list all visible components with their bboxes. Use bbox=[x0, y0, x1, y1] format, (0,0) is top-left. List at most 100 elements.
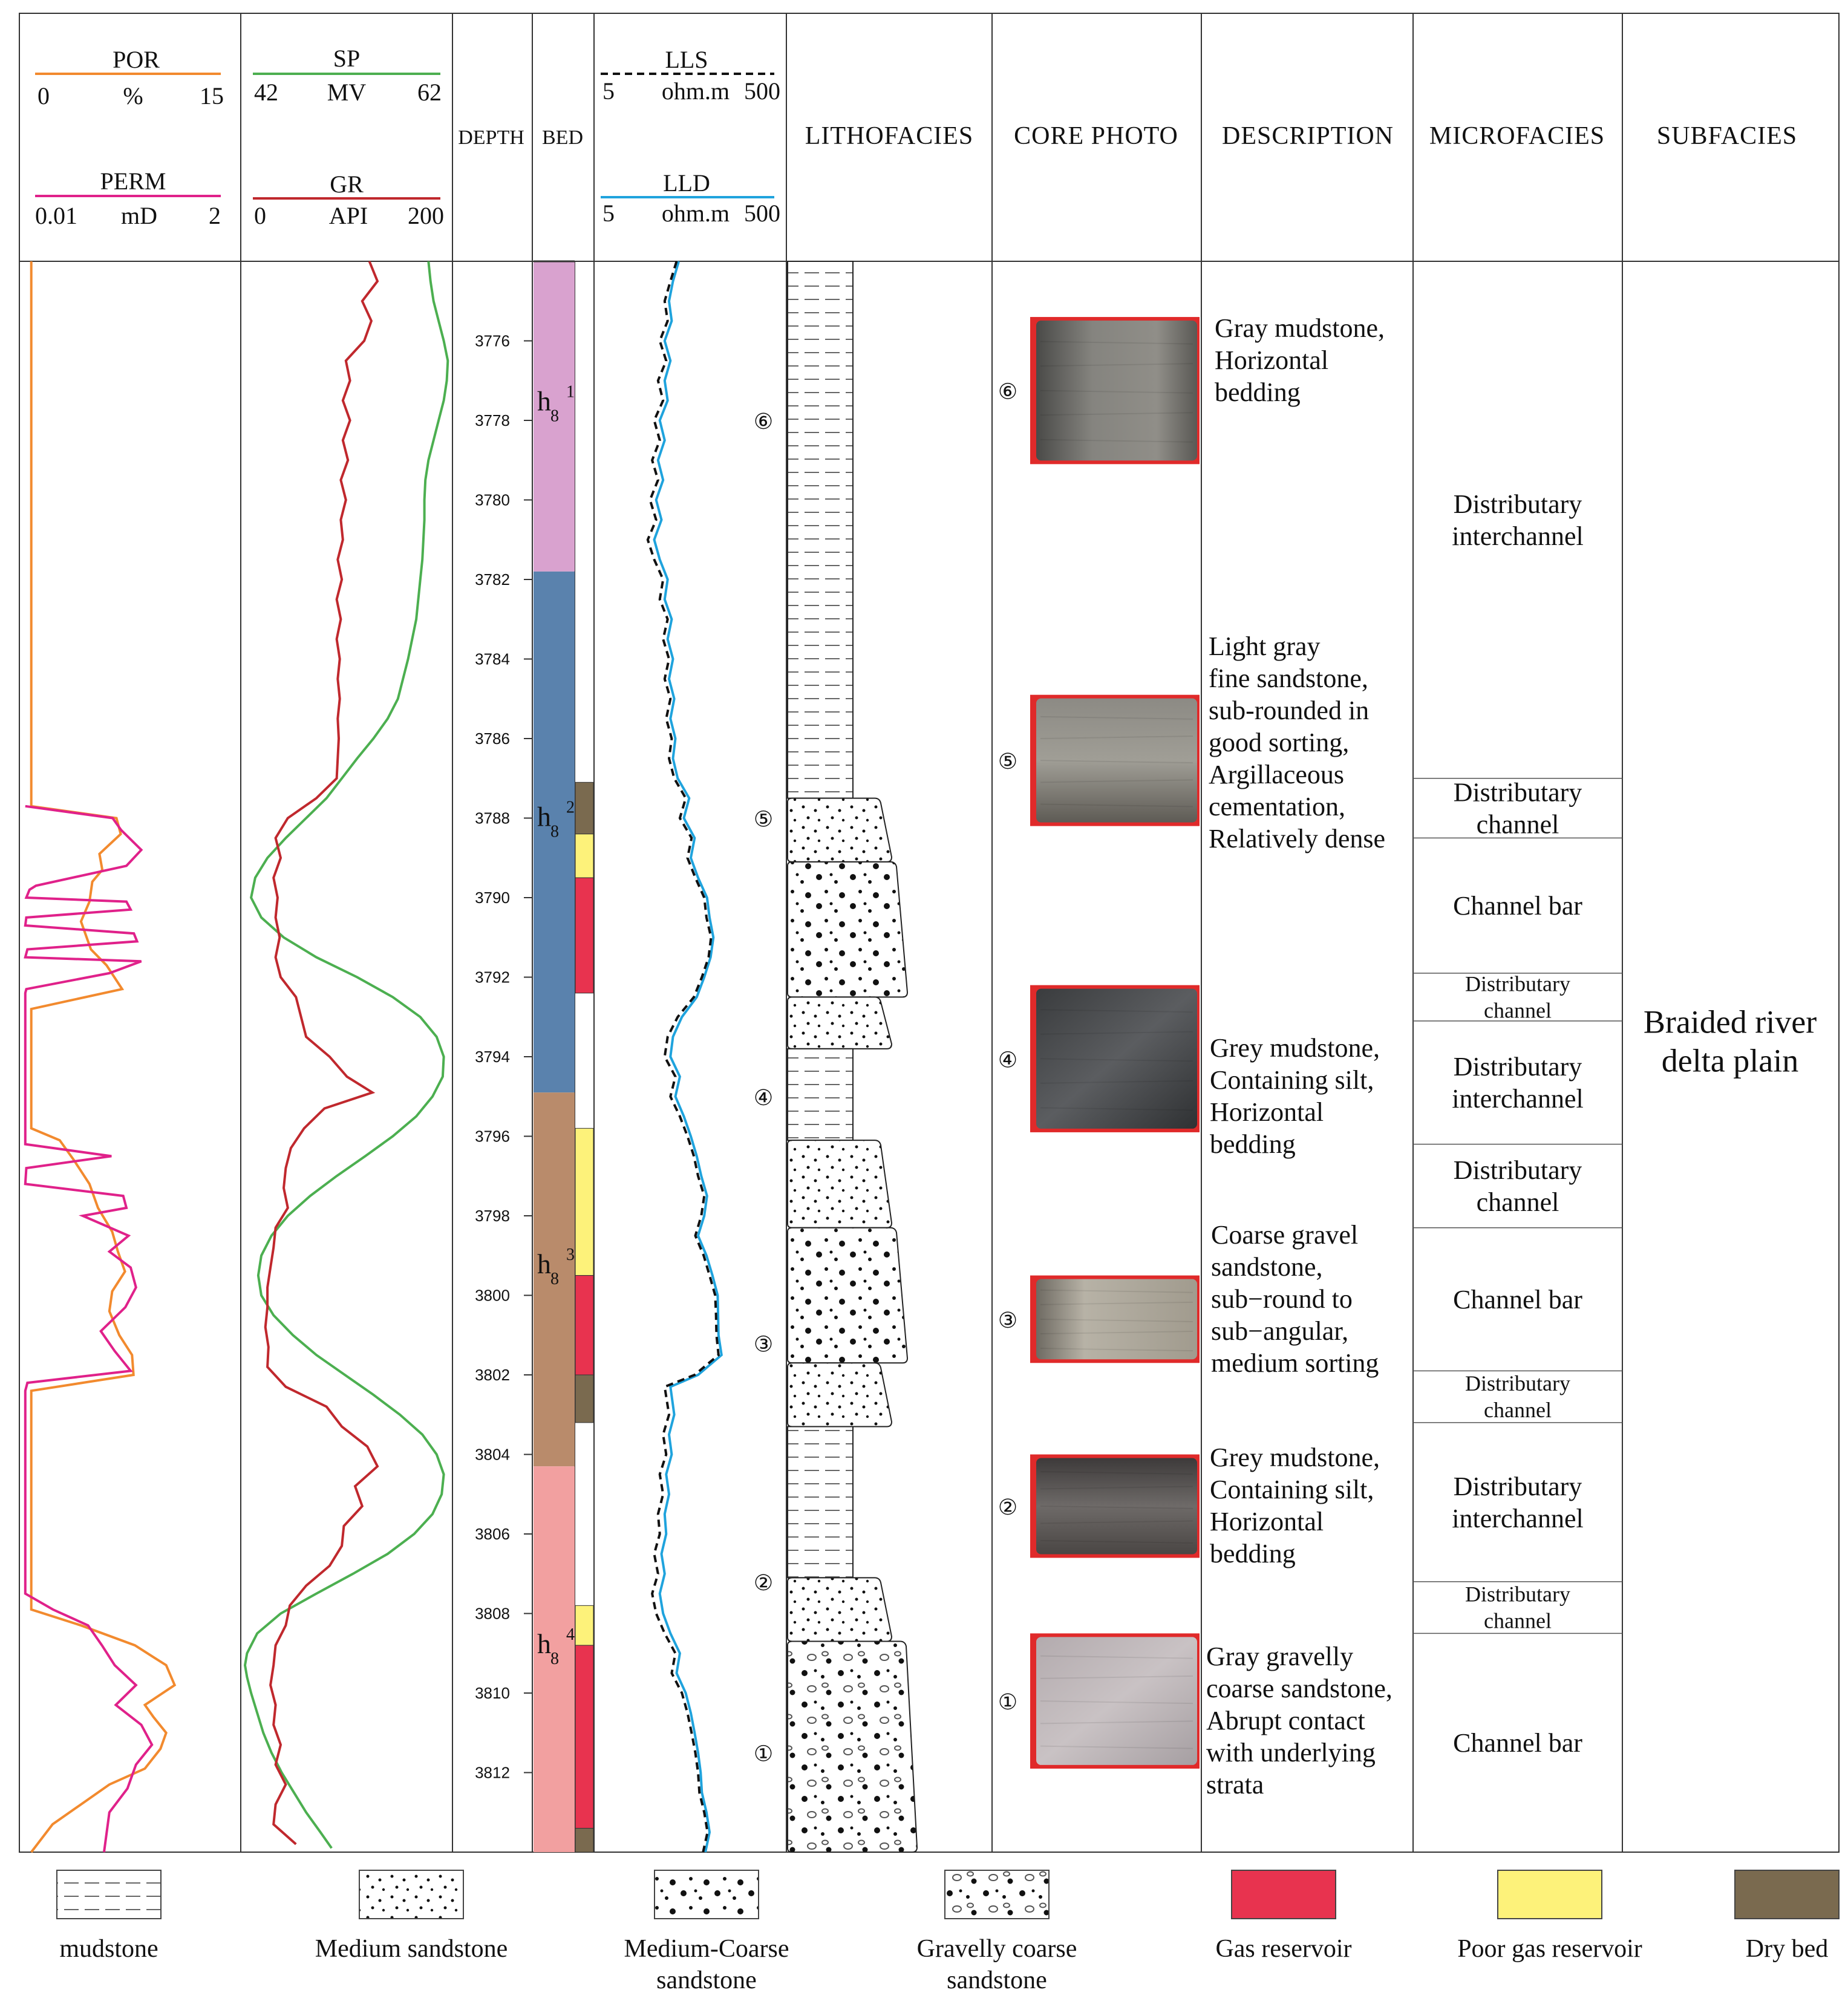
bed-interval bbox=[534, 261, 575, 572]
gr-unit: API bbox=[329, 202, 368, 229]
microfacies-line: Channel bar bbox=[1453, 891, 1582, 921]
bed-label-sub: 8 bbox=[550, 406, 559, 425]
depth-tick-label: 3792 bbox=[475, 968, 510, 987]
por-name: POR bbox=[113, 46, 160, 73]
microfacies-line: Distributary bbox=[1454, 1052, 1582, 1082]
header-sp: SP 42 MV 62 bbox=[253, 45, 442, 106]
core-photo-texture bbox=[1040, 1505, 1193, 1509]
bed-label-sup: 4 bbox=[566, 1625, 575, 1644]
microfacies-line: channel bbox=[1477, 810, 1559, 840]
description-line: Gray gravelly bbox=[1206, 1642, 1353, 1671]
microfacies-label: Channel bar bbox=[1453, 1728, 1582, 1758]
description-line: bedding bbox=[1210, 1129, 1296, 1159]
reservoir-gas bbox=[575, 877, 594, 994]
reservoir-poor bbox=[575, 834, 594, 878]
lith-mudstone bbox=[787, 1426, 854, 1579]
core-photo-texture bbox=[1040, 1058, 1193, 1062]
reservoir-poor bbox=[575, 1127, 594, 1276]
bed-label: h bbox=[537, 801, 551, 832]
description-line: Horizontal bbox=[1210, 1097, 1324, 1127]
header-lls: LLS 5 ohm.m 500 bbox=[601, 46, 780, 105]
bed-interval bbox=[534, 1092, 575, 1467]
legend-swatch-dry bbox=[1734, 1870, 1840, 1919]
legend-swatch-gravelly bbox=[944, 1870, 1050, 1919]
core-photo-texture bbox=[1040, 1009, 1193, 1013]
depth-tick-label: 3788 bbox=[475, 809, 510, 827]
core-photo-texture bbox=[1040, 779, 1193, 783]
core-photo-texture bbox=[1040, 1486, 1193, 1490]
microfacies-line: Distributary bbox=[1454, 489, 1582, 519]
lls-unit: ohm.m bbox=[662, 77, 730, 105]
microfacies-line: channel bbox=[1477, 1187, 1559, 1217]
gr-min: 0 bbox=[254, 202, 266, 229]
core-photo-texture bbox=[1040, 1318, 1193, 1322]
subfacies-line: delta plain bbox=[1662, 1043, 1798, 1079]
sp-curve bbox=[243, 261, 449, 1849]
core-photo-marker: ② bbox=[998, 1495, 1017, 1519]
perm-min: 0.01 bbox=[35, 202, 77, 229]
por-curve bbox=[30, 261, 177, 1853]
microfacies-line: Distributary bbox=[1454, 778, 1582, 808]
core-photo-texture bbox=[1040, 390, 1193, 394]
legend-label: Poor gas reservoir bbox=[1457, 1935, 1642, 1963]
description-line: Horizontal bbox=[1215, 345, 1328, 375]
core-photo-texture bbox=[1040, 1348, 1193, 1352]
lith-marker: ② bbox=[754, 1571, 773, 1595]
depth-tick-label: 3776 bbox=[475, 332, 510, 350]
description-line: Horizontal bbox=[1210, 1507, 1324, 1536]
lith-marker: ① bbox=[754, 1742, 773, 1766]
core-photo-texture bbox=[1040, 736, 1193, 739]
perm-curve bbox=[24, 804, 154, 1853]
description-line: Containing silt, bbox=[1210, 1475, 1374, 1504]
depth-tick-label: 3796 bbox=[475, 1127, 510, 1146]
core-photo-texture bbox=[1040, 1700, 1193, 1705]
lith-medcoarse bbox=[787, 1227, 909, 1364]
microfacies-line: channel bbox=[1484, 998, 1552, 1022]
reservoir-dry bbox=[575, 1828, 594, 1853]
description-text: Grey mudstone,Containing silt,Horizontal… bbox=[1210, 1443, 1380, 1568]
depth-tick-label: 3790 bbox=[475, 889, 510, 907]
microfacies-line: channel bbox=[1484, 1398, 1552, 1422]
description-line: Abrupt contact bbox=[1206, 1706, 1365, 1735]
core-photo-texture bbox=[1040, 1675, 1193, 1679]
legend-label: Gas reservoir bbox=[1215, 1935, 1351, 1963]
microfacies-line: Distributary bbox=[1465, 971, 1570, 996]
lls-min: 5 bbox=[602, 77, 615, 105]
description-line: Gray mudstone, bbox=[1215, 313, 1385, 343]
core-photo-marker: ③ bbox=[998, 1308, 1017, 1333]
core-photo-image bbox=[1036, 698, 1197, 823]
description-line: bedding bbox=[1210, 1539, 1296, 1568]
description-line: sub−round to bbox=[1211, 1284, 1353, 1314]
microfacies-header: MICROFACIES bbox=[1429, 122, 1605, 150]
lith-mudstone bbox=[787, 261, 854, 799]
description-text: Grey mudstone,Containing silt,Horizontal… bbox=[1210, 1033, 1380, 1159]
core-photo-texture bbox=[1040, 1539, 1193, 1544]
description-line: coarse sandstone, bbox=[1206, 1674, 1393, 1703]
bed-label-sup: 3 bbox=[566, 1245, 575, 1264]
depth-tick-label: 3806 bbox=[475, 1525, 510, 1543]
table-frame bbox=[19, 13, 1840, 1853]
description-line: bedding bbox=[1215, 377, 1301, 407]
microfacies-line: interchannel bbox=[1452, 521, 1583, 551]
core-photo-texture bbox=[1040, 716, 1193, 720]
lith-medium bbox=[787, 1362, 893, 1428]
microfacies-line: Distributary bbox=[1465, 1582, 1570, 1607]
lith-medium bbox=[787, 996, 893, 1049]
bed-interval bbox=[534, 1466, 575, 1852]
microfacies-line: Distributary bbox=[1465, 1371, 1570, 1395]
lith-medium bbox=[787, 797, 893, 863]
reservoir-dry bbox=[575, 781, 594, 835]
core-photo-texture bbox=[1040, 1289, 1193, 1293]
reservoir-dry bbox=[575, 1374, 594, 1423]
gr-name: GR bbox=[330, 171, 364, 198]
lith-mudstone bbox=[787, 1048, 854, 1141]
microfacies-line: channel bbox=[1484, 1609, 1552, 1633]
